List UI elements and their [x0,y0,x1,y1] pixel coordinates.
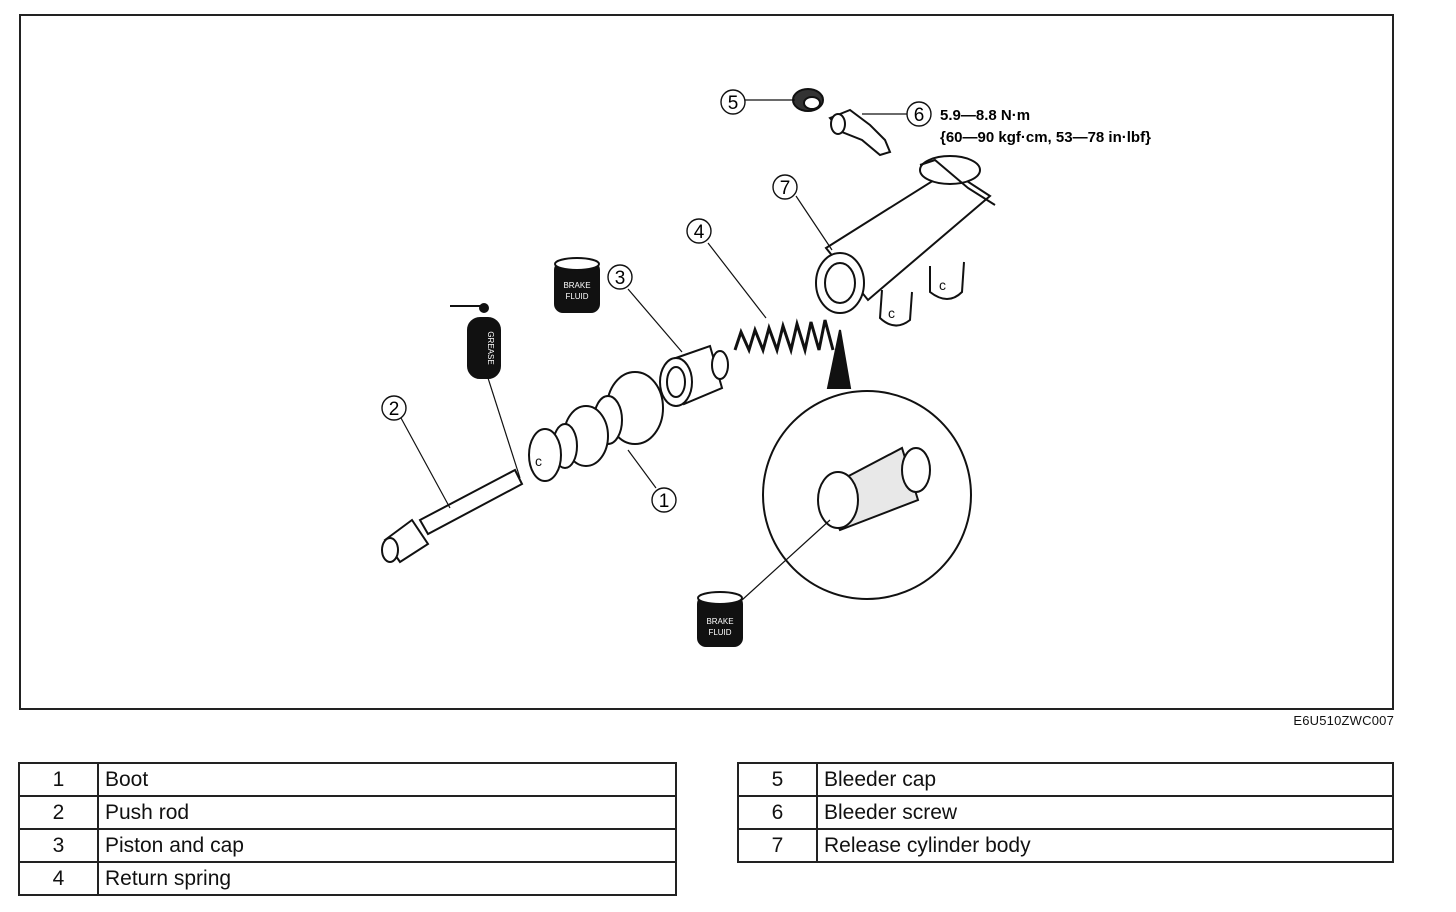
callout-6: 6 [914,105,925,126]
brake-fluid-upper-label-2: FLUID [565,292,588,301]
detail-view-circle [762,329,972,600]
part-number: 4 [18,861,99,896]
svg-text:c: c [939,277,946,293]
figure-code: E6U510ZWC007 [1293,713,1394,728]
parts-table-right: 5 Bleeder cap 6 Bleeder screw 7 Release … [737,762,1394,863]
part-name: Bleeder cap [816,762,1394,797]
brake-fluid-can-lower [697,591,743,647]
parts-table-left: 1 Boot 2 Push rod 3 Piston and cap 4 Ret… [18,762,677,896]
part-name: Boot [97,762,677,797]
part-name: Bleeder screw [816,795,1394,830]
part-name: Piston and cap [97,828,677,863]
part-number: 5 [737,762,818,797]
callout-7: 7 [780,178,791,199]
grease-can [450,303,501,379]
brake-fluid-lower-label-1: BRAKE [706,617,733,626]
piston-and-cap [659,344,729,407]
callout-circles [381,89,932,513]
leader-lines [400,99,908,601]
callout-3: 3 [615,268,626,289]
push-rod [381,468,524,564]
release-cylinder-body: c c [815,155,996,327]
part-number: 2 [18,795,99,830]
torque-spec-alt-units: {60—90 kgf·cm, 53—78 in·lbf} [940,129,1151,146]
brake-fluid-lower-label-2: FLUID [708,628,731,637]
callout-4: 4 [694,222,705,243]
table-row: 1 Boot [18,762,677,797]
return-spring [733,318,835,356]
table-row: 7 Release cylinder body [737,828,1394,863]
part-name: Push rod [97,795,677,830]
callout-5: 5 [728,93,739,114]
part-number: 7 [737,828,818,863]
part-name: Return spring [97,861,677,896]
callout-1: 1 [659,491,670,512]
boot: c [528,371,664,482]
table-row: 4 Return spring [18,861,677,896]
table-row: 5 Bleeder cap [737,762,1394,797]
bleeder-cap [792,88,824,112]
part-number: 1 [18,762,99,797]
table-row: 6 Bleeder screw [737,795,1394,830]
torque-spec-metric: 5.9—8.8 N·m [940,107,1030,124]
brake-fluid-upper-label-1: BRAKE [563,281,590,290]
callout-2: 2 [389,399,400,420]
bleeder-screw [828,108,892,157]
svg-text:c: c [888,305,895,321]
part-number: 6 [737,795,818,830]
table-row: 3 Piston and cap [18,828,677,863]
grease-can-label: GREASE [486,331,495,364]
svg-text:c: c [535,453,542,469]
table-row: 2 Push rod [18,795,677,830]
part-name: Release cylinder body [816,828,1394,863]
brake-fluid-can-upper [554,257,600,313]
part-number: 3 [18,828,99,863]
